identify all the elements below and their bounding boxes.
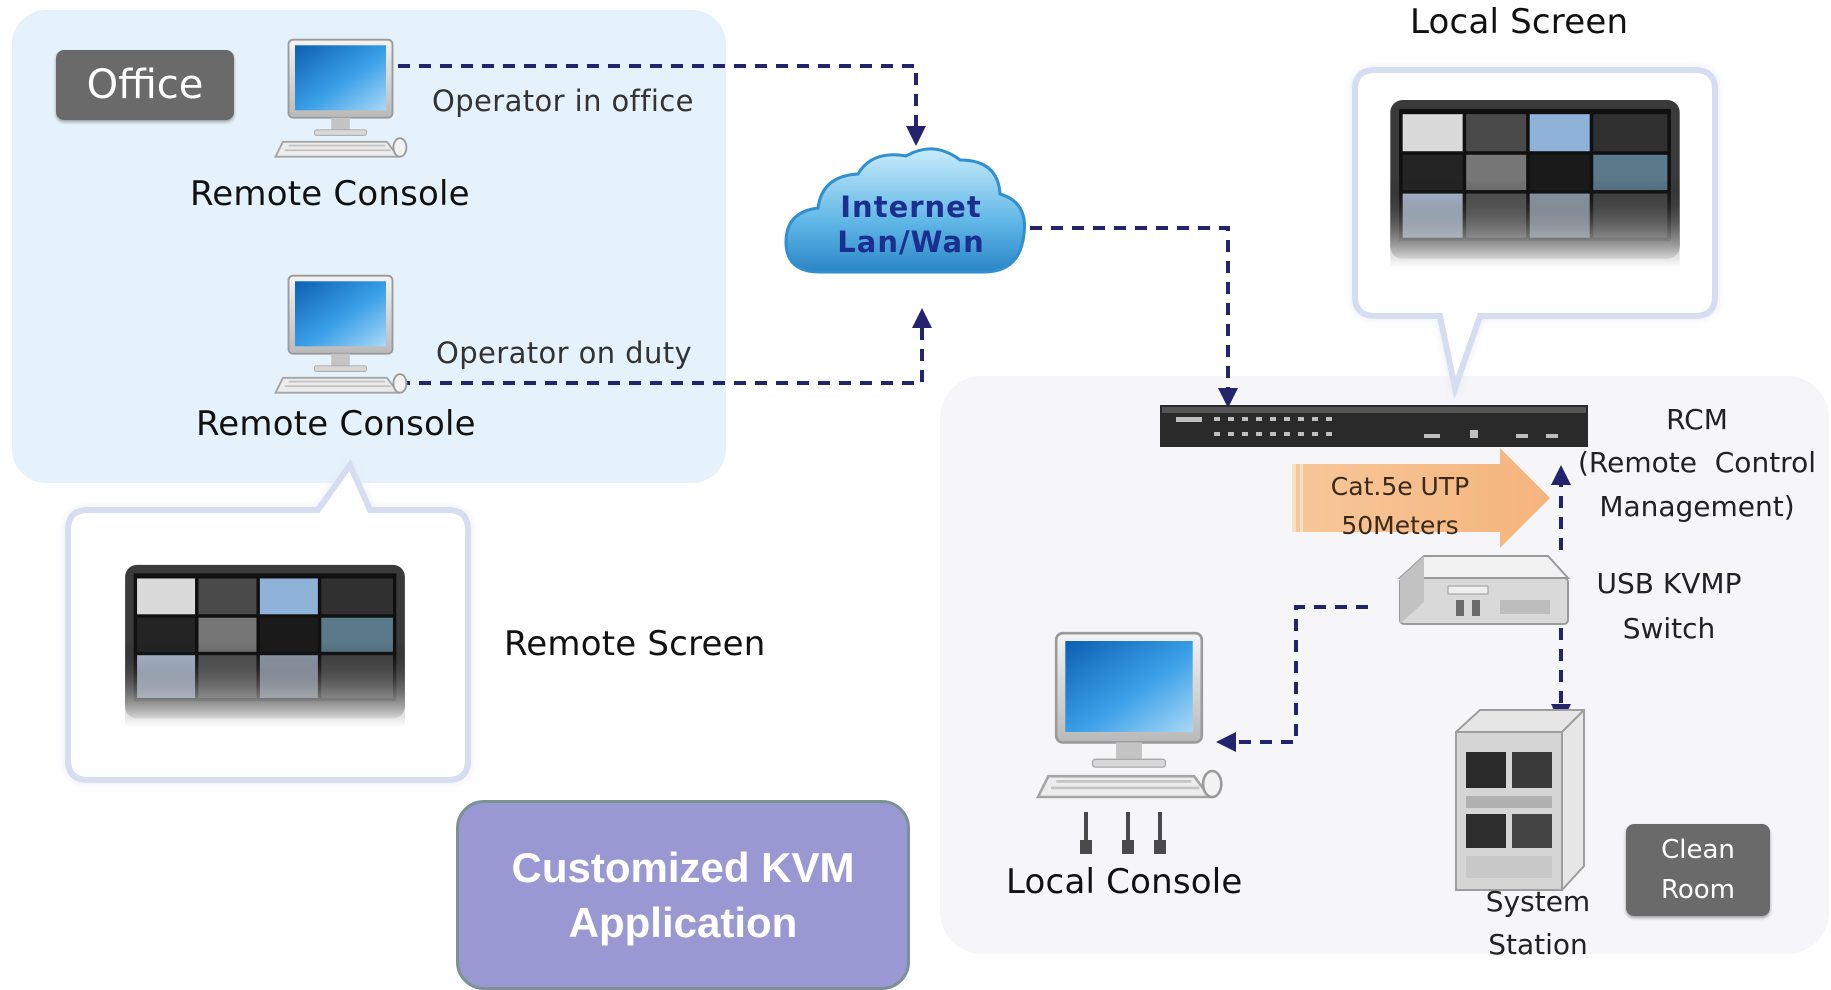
cloud-label: Internet Lan/Wan bbox=[822, 190, 1000, 260]
operator-in-office-label: Operator in office bbox=[432, 84, 694, 118]
system-station-server-icon bbox=[1455, 709, 1585, 891]
network-links bbox=[398, 64, 1571, 752]
local-console-label: Local Console bbox=[1006, 862, 1243, 902]
clean-room-tag-line2: Room bbox=[1660, 875, 1736, 905]
remote-screen-monitor-icon bbox=[125, 564, 405, 727]
application-title-line2: Application bbox=[568, 898, 798, 946]
cloud-label-line1: Internet bbox=[840, 190, 982, 224]
operator-on-duty-label: Operator on duty bbox=[436, 336, 693, 370]
local-screen-monitor-icon bbox=[1390, 100, 1680, 268]
internet-cloud-icon bbox=[784, 147, 1026, 274]
rcm-label-line3: Management) bbox=[1599, 489, 1795, 523]
link-duty-to-cloud bbox=[398, 308, 932, 385]
remote-console-bottom-label: Remote Console bbox=[196, 404, 476, 444]
local-screen-label: Local Screen bbox=[1410, 2, 1629, 42]
application-title-line1: Customized KVM bbox=[511, 844, 855, 891]
kvm-switch-label-line2: Switch bbox=[1622, 611, 1716, 645]
link-cloud-to-rcm bbox=[1030, 226, 1238, 408]
rcm-label-line1: RCM bbox=[1666, 403, 1728, 436]
system-station-line1: System bbox=[1485, 885, 1591, 918]
link-kvm-to-local-console bbox=[1216, 605, 1368, 752]
cable-arrow-icon bbox=[1292, 448, 1550, 548]
local-console-computer-icon bbox=[1036, 631, 1223, 799]
rcm-label: RCM (Remote Control Management) bbox=[1568, 398, 1826, 528]
application-title-card: Customized KVM Application bbox=[456, 800, 910, 990]
office-tag: Office bbox=[56, 50, 234, 120]
cloud-label-line2: Lan/Wan bbox=[837, 224, 985, 259]
kvm-switch-label-line1: USB KVMP bbox=[1596, 567, 1742, 600]
clean-room-tag-line1: Clean bbox=[1661, 834, 1735, 865]
remote-screen-label: Remote Screen bbox=[504, 624, 766, 664]
cable-spec-label: Cat.5e UTP 50Meters bbox=[1300, 468, 1500, 546]
link-office-to-cloud bbox=[398, 64, 926, 146]
rcm-label-line2: (Remote Control bbox=[1578, 446, 1816, 480]
rcm-rack-unit-icon bbox=[1160, 405, 1588, 447]
local-console-cables-icon bbox=[1080, 812, 1166, 854]
clean-room-tag: Clean Room bbox=[1626, 824, 1770, 916]
kvm-switch-label: USB KVMP Switch bbox=[1584, 562, 1754, 652]
system-station-label: System Station bbox=[1476, 880, 1600, 967]
remote-console-top-icon bbox=[274, 38, 408, 158]
usb-kvmp-switch-icon bbox=[1397, 555, 1571, 625]
remote-console-top-label: Remote Console bbox=[190, 174, 470, 214]
remote-console-bottom-icon bbox=[274, 274, 408, 394]
system-station-line2: Station bbox=[1488, 928, 1588, 962]
cable-spec-line2: 50Meters bbox=[1341, 510, 1459, 540]
cable-spec-line1: Cat.5e UTP bbox=[1330, 472, 1470, 501]
